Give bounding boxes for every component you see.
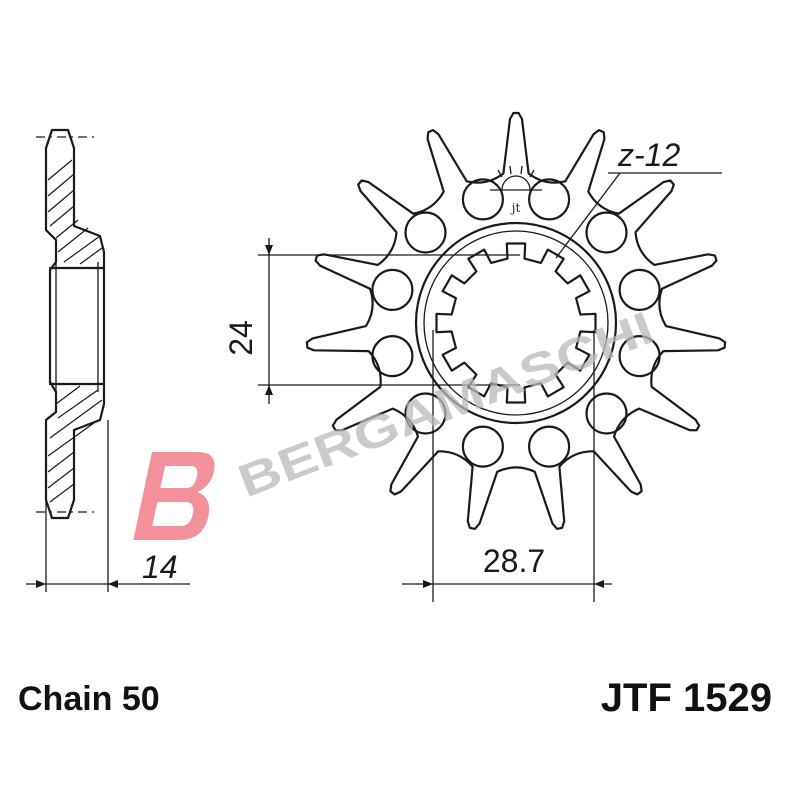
maker-stamp-text: jt (510, 201, 521, 215)
lightening-hole (527, 178, 571, 221)
dim-bore-label: 24 (223, 320, 259, 356)
lightening-hole (404, 211, 447, 254)
hatch-lower (47, 385, 103, 503)
lightening-hole (585, 392, 628, 435)
maker-stamp: jt (489, 165, 543, 215)
chain-label: Chain 50 (18, 680, 160, 718)
dim-spline: 28.7 (402, 330, 612, 602)
lightening-hole (585, 211, 628, 254)
inner-spline (435, 242, 597, 404)
brand-logo-icon (133, 452, 215, 540)
dim-bore: 24 (223, 238, 520, 404)
sprocket-outline (305, 111, 727, 530)
lightening-hole (404, 392, 447, 435)
lightening-hole (461, 178, 504, 221)
lightening-hole (371, 335, 414, 378)
part-number-label: JTF 1529 (600, 676, 772, 720)
side-section-view: 14 (26, 128, 190, 592)
lightening-hole (618, 268, 661, 311)
lightening-holes (371, 178, 661, 468)
tooth-count-label: z-12 (617, 137, 680, 173)
lightening-hole (461, 425, 504, 468)
lightening-hole (618, 335, 661, 378)
dim-width-label: 14 (142, 549, 178, 585)
front-view: 24 28.7 z-12 jt (223, 111, 727, 602)
tooth-count-leader: z-12 (555, 137, 722, 259)
hatch-upper (47, 159, 103, 265)
lightening-hole (527, 425, 571, 468)
lightening-hole (371, 268, 414, 311)
dim-spline-label: 28.7 (483, 543, 545, 579)
